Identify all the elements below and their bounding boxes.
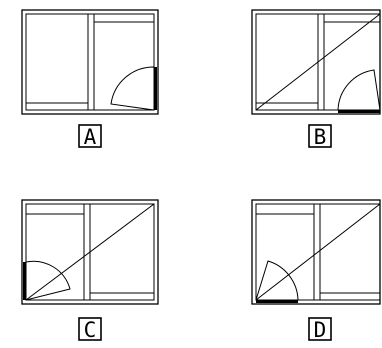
option-d-door-swing <box>255 260 299 303</box>
option-a-door-swing <box>110 66 157 111</box>
option-a[interactable]: A <box>21 9 159 149</box>
option-d-label: D <box>308 317 332 342</box>
option-b[interactable]: B <box>251 9 381 149</box>
option-d[interactable]: D <box>251 199 381 342</box>
option-b-door-swing <box>337 69 381 113</box>
option-d-frame <box>251 199 381 305</box>
option-c[interactable]: C <box>21 199 159 342</box>
option-c-label: C <box>78 317 102 342</box>
option-a-label: A <box>78 124 102 149</box>
option-b-diagonal <box>255 13 381 111</box>
option-c-frame <box>21 199 159 305</box>
option-d-diagonal <box>255 203 381 301</box>
svg-text:B: B <box>314 125 327 149</box>
option-c-door-swing <box>23 260 71 301</box>
svg-text:D: D <box>314 318 327 342</box>
option-b-label: B <box>308 124 332 149</box>
option-a-frame <box>21 9 159 115</box>
svg-text:C: C <box>84 318 97 342</box>
option-c-diagonal <box>25 203 155 301</box>
svg-text:A: A <box>84 125 97 149</box>
